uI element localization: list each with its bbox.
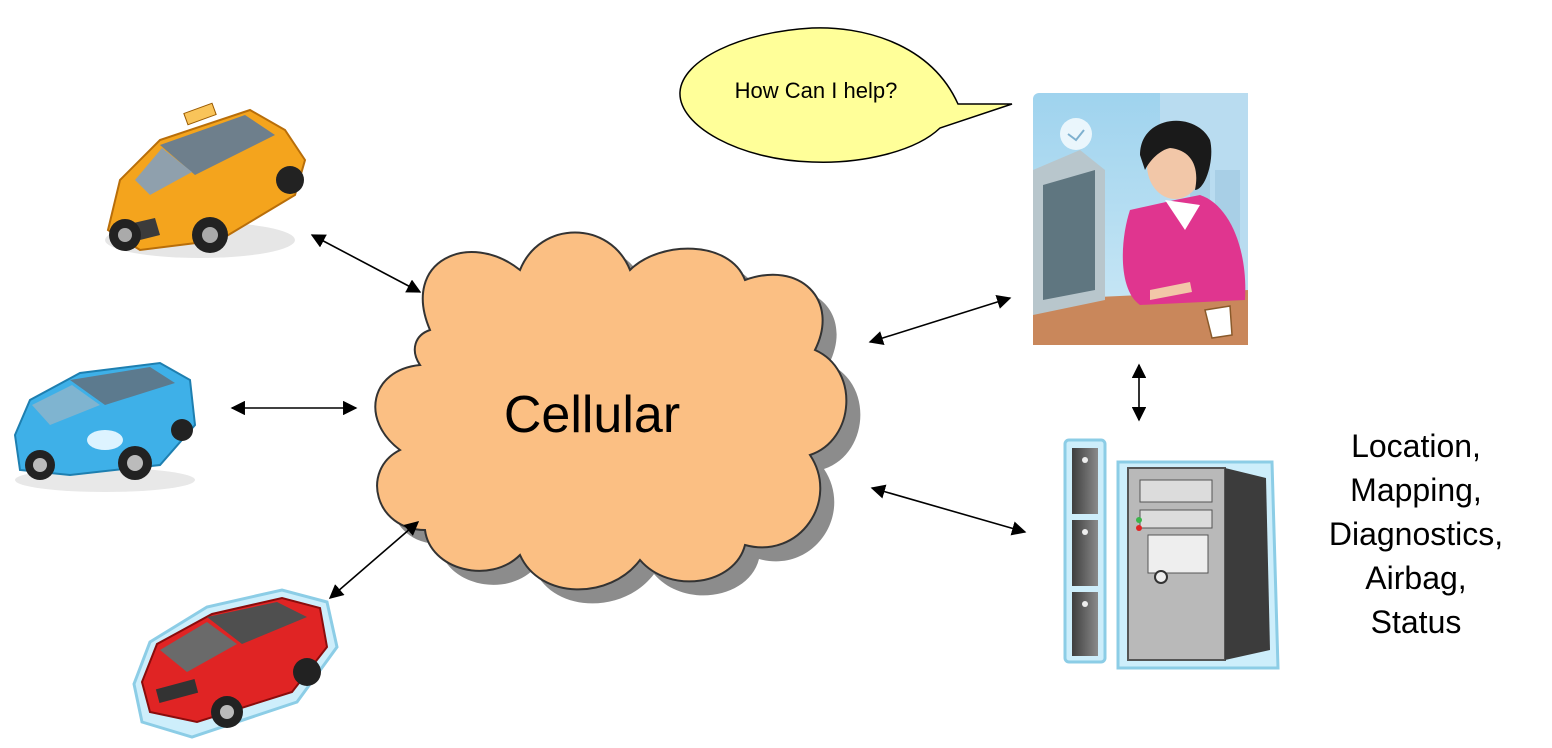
taxi-cloud-arrow xyxy=(310,234,422,293)
service-diagnostics: Diagnostics, xyxy=(1328,516,1504,552)
taxi-icon xyxy=(105,102,307,258)
cellular-cloud: Cellular xyxy=(374,231,861,604)
call-center-operator-icon xyxy=(1033,93,1248,345)
cloud-operator-arrow xyxy=(868,295,1012,345)
service-location: Location, xyxy=(1351,428,1481,464)
service-status: Status xyxy=(1370,604,1462,640)
red-car-icon xyxy=(132,588,339,739)
speech-bubble: How Can I help? xyxy=(679,27,1013,163)
cloud-server-arrow xyxy=(870,484,1027,536)
service-airbag: Airbag, xyxy=(1365,560,1467,596)
connectors xyxy=(230,234,1147,599)
service-mapping: Mapping, xyxy=(1350,472,1482,508)
server-icon xyxy=(1063,438,1280,670)
speech-bubble-text: How Can I help? xyxy=(735,78,898,103)
red-car-cloud-arrow xyxy=(328,521,420,599)
services-list: Location, Mapping, Diagnostics, Airbag, … xyxy=(1296,424,1536,644)
cloud-label: Cellular xyxy=(504,386,680,444)
blue-car-icon xyxy=(13,361,197,492)
